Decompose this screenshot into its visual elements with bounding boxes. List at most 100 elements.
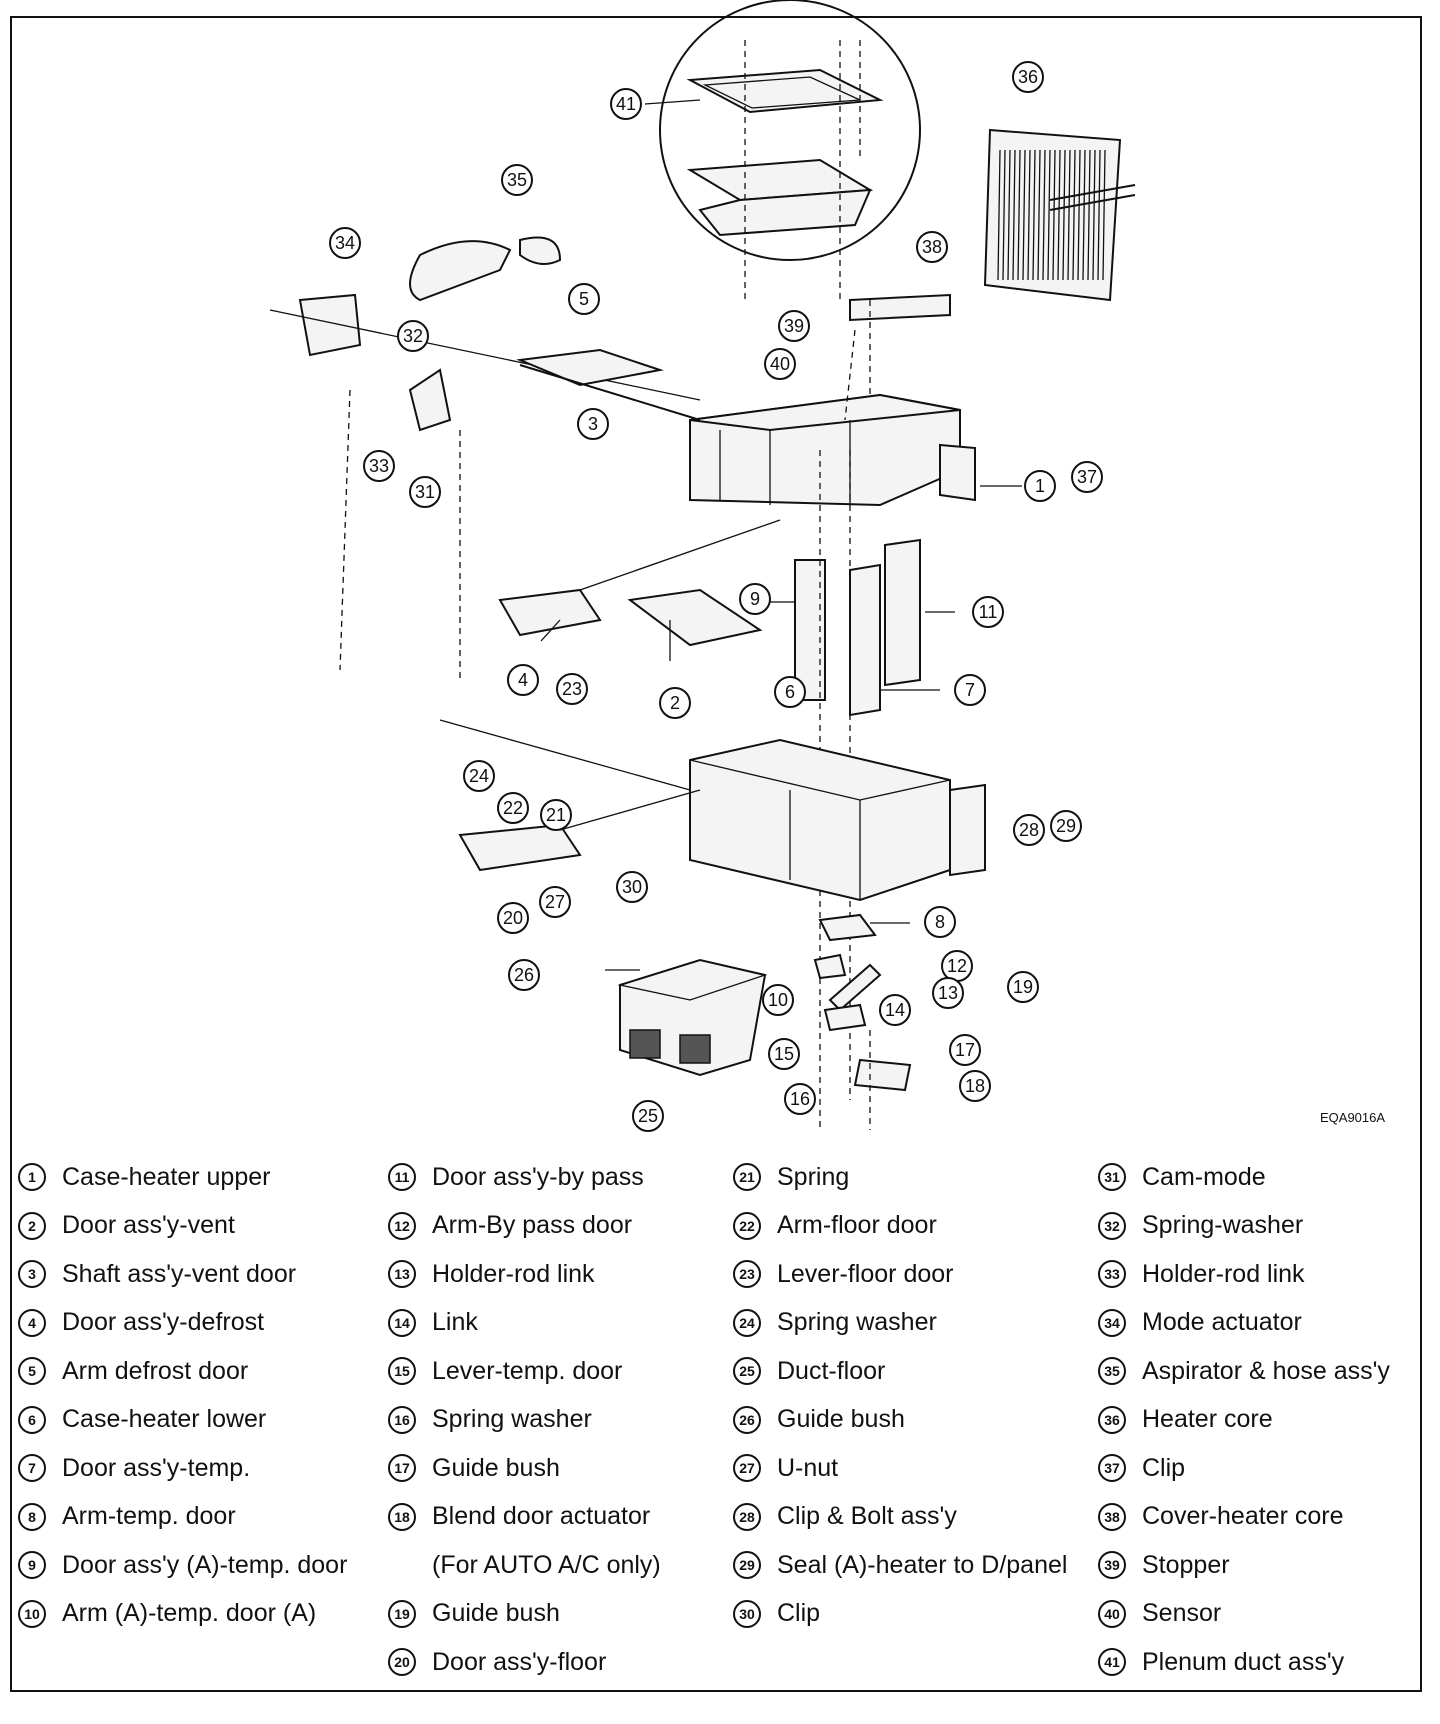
legend-label: Arm defrost door — [62, 1356, 249, 1385]
heater-core-fin — [1062, 149, 1066, 281]
legend-label: Clip — [777, 1599, 821, 1627]
legend-number: 9 — [18, 1551, 46, 1579]
legend-number: 18 — [388, 1502, 416, 1531]
legend-number: 32 — [1098, 1211, 1126, 1240]
heater-core-fin — [1057, 149, 1061, 281]
legend-number: 15 — [388, 1357, 416, 1385]
callout-13: 13 — [932, 977, 964, 1009]
legend-number: 5 — [18, 1357, 46, 1385]
callout-33: 33 — [363, 450, 395, 482]
svg-text:7: 7 — [965, 680, 975, 700]
legend-number: 27 — [733, 1454, 761, 1482]
legend-number: 3 — [18, 1260, 46, 1288]
heater-core-fin — [1092, 149, 1096, 281]
svg-text:8: 8 — [935, 912, 945, 932]
heater-core-fin — [1067, 149, 1071, 281]
callout-9: 9 — [739, 583, 771, 615]
legend-label: Door ass'y-temp. — [62, 1453, 251, 1482]
legend-number: 40 — [1098, 1599, 1126, 1628]
legend-label: Sensor — [1142, 1599, 1222, 1627]
heater-core-fin — [1072, 149, 1076, 281]
callout-37: 37 — [1071, 461, 1103, 493]
heater-core-fin — [1097, 149, 1101, 281]
legend-number: 39 — [1098, 1551, 1126, 1579]
svg-text:3: 3 — [588, 414, 598, 434]
svg-text:27: 27 — [545, 892, 565, 912]
svg-text:20: 20 — [503, 908, 523, 928]
legend-label: Door ass'y-defrost — [62, 1308, 265, 1336]
legend-label: Heater core — [1142, 1405, 1273, 1433]
callout-32: 32 — [397, 320, 429, 352]
diagram-frame — [10, 16, 1422, 1692]
legend-number: 37 — [1098, 1454, 1126, 1482]
legend-number: 33 — [1098, 1260, 1126, 1288]
legend-number: 4 — [18, 1308, 46, 1337]
legend-label: Duct-floor — [777, 1356, 886, 1385]
legend-label: Guide bush — [777, 1405, 905, 1433]
legend-item: 4 Door ass'y-defrost — [18, 1306, 264, 1340]
legend-number: 13 — [388, 1260, 416, 1288]
legend-number: 23 — [733, 1260, 761, 1288]
heater-core-fin — [1017, 149, 1021, 281]
legend-number: 20 — [388, 1648, 416, 1676]
heater-core-fin — [1102, 149, 1106, 281]
svg-text:18: 18 — [965, 1076, 985, 1096]
heater-core-fin — [997, 149, 1001, 281]
legend-label: Arm (A)-temp. door (A) — [62, 1599, 317, 1627]
actuator-drawing — [269, 236, 701, 680]
svg-text:31: 31 — [415, 482, 435, 502]
legend-item: 3 Shaft ass'y-vent door — [18, 1257, 296, 1291]
legend-number: 35 — [1098, 1357, 1126, 1385]
legend-label: Door ass'y-by pass — [432, 1162, 644, 1191]
legend-label: Arm-floor door — [777, 1211, 937, 1239]
legend-number: 28 — [733, 1502, 761, 1531]
callout-34: 34 — [329, 227, 361, 259]
legend-number: 17 — [388, 1454, 416, 1482]
legend-label: Shaft ass'y-vent door — [62, 1259, 297, 1288]
legend-label: Case-heater upper — [62, 1162, 271, 1191]
legend-label: Clip — [1142, 1453, 1186, 1482]
heater-core-fin — [1002, 149, 1006, 281]
legend-label: Link — [432, 1308, 478, 1336]
legend-item: 33 Holder-rod link — [1098, 1257, 1305, 1291]
legend-number: 34 — [1098, 1308, 1126, 1337]
legend-item: 28 Clip & Bolt ass'y — [733, 1500, 957, 1534]
legend-label: Spring — [777, 1162, 850, 1191]
legend-item: 39 Stopper — [1098, 1548, 1230, 1582]
svg-text:10: 10 — [768, 990, 788, 1010]
callout-19: 19 — [1007, 971, 1039, 1003]
svg-text:35: 35 — [507, 170, 527, 190]
callout-35: 35 — [501, 164, 533, 196]
legend-label: Seal (A)-heater to D/panel — [777, 1550, 1068, 1579]
heater-core-fin — [1037, 149, 1041, 281]
legend-label: Stopper — [1142, 1550, 1230, 1579]
legend-label: Clip & Bolt ass'y — [777, 1502, 957, 1530]
duct-floor-drawing — [617, 958, 768, 1077]
callout-31: 31 — [409, 476, 441, 508]
legend-label: Holder-rod link — [432, 1259, 595, 1288]
legend-label: Holder-rod link — [1142, 1259, 1305, 1288]
svg-text:41: 41 — [616, 94, 636, 114]
plenum-duct-detail — [659, 0, 921, 300]
legend-number: 30 — [733, 1599, 761, 1628]
legend-label: Lever-floor door — [777, 1259, 954, 1288]
legend-number — [388, 1551, 416, 1579]
callout-14: 14 — [879, 994, 911, 1026]
legend-number: 12 — [388, 1211, 416, 1240]
svg-text:26: 26 — [514, 965, 534, 985]
legend-label: Case-heater lower — [62, 1405, 267, 1433]
